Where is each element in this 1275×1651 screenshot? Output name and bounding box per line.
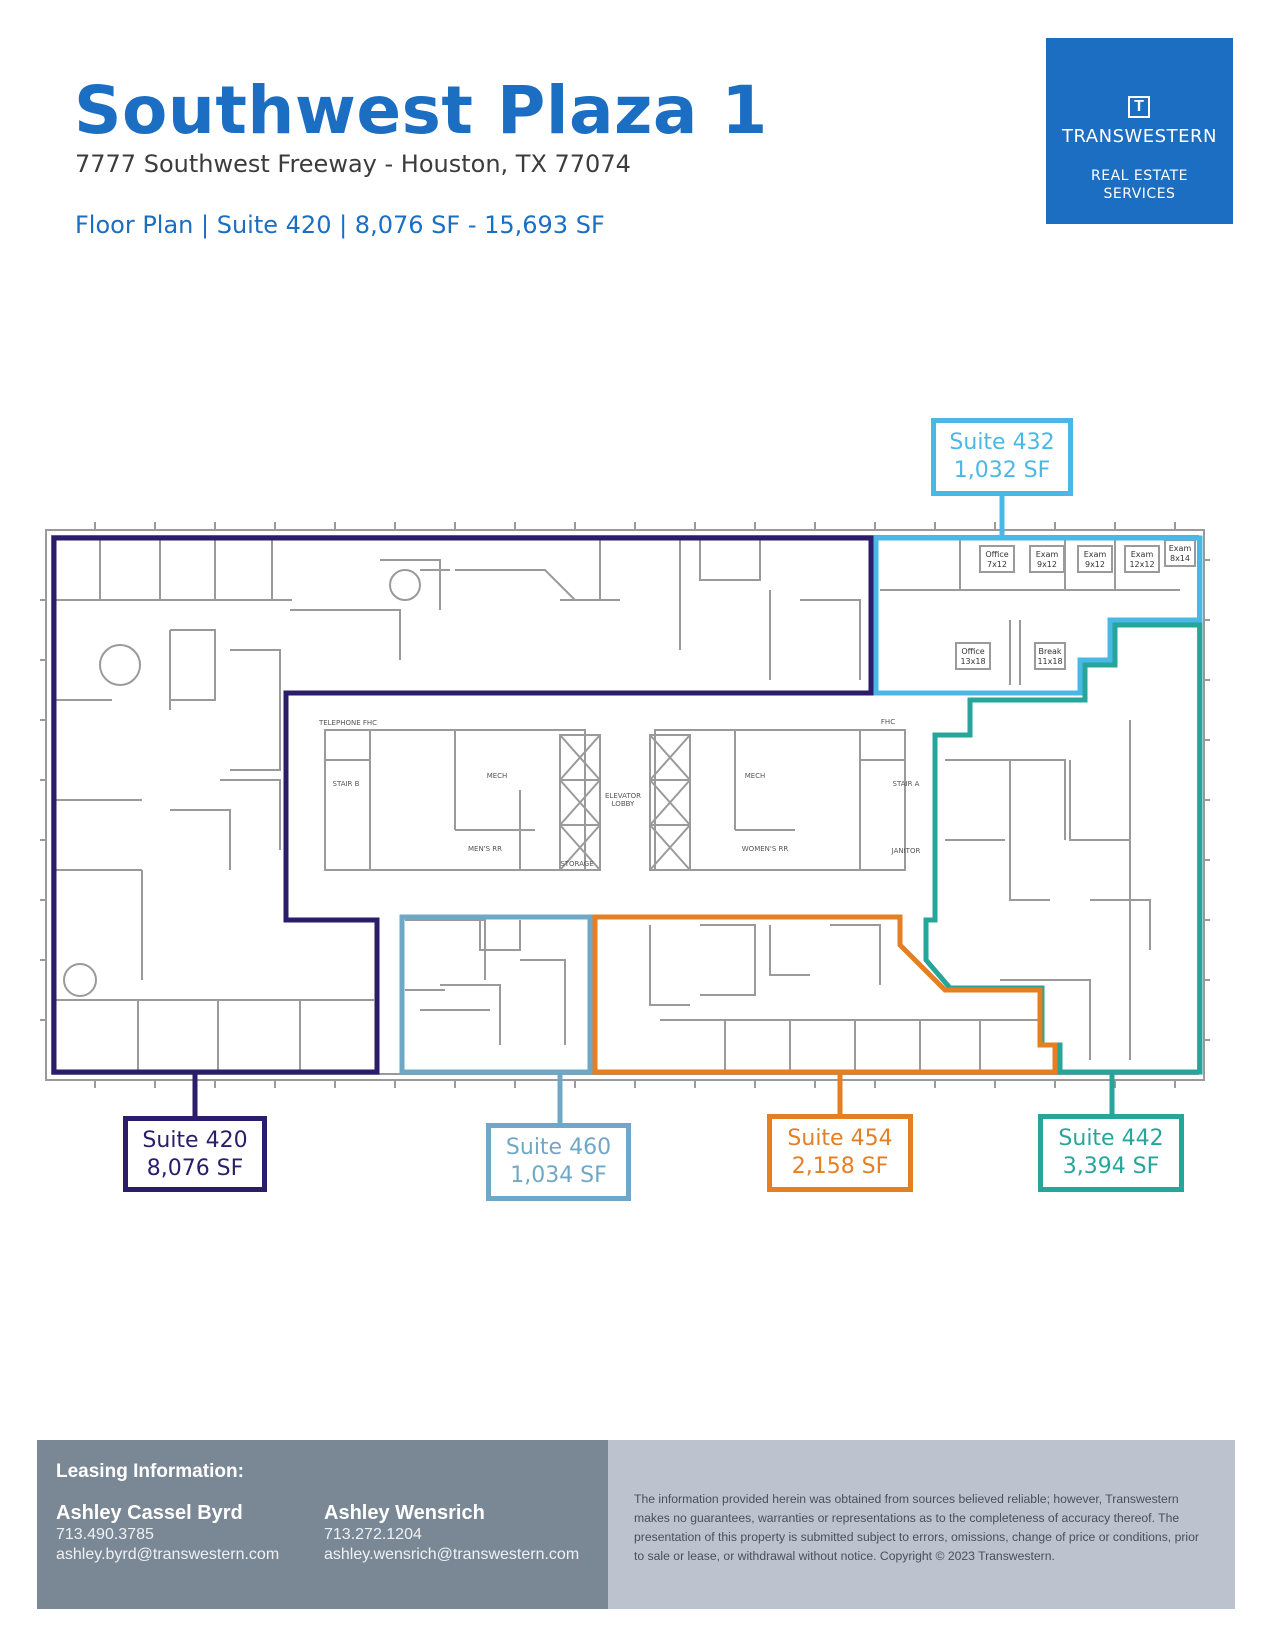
suite-432-label[interactable]: Suite 432 1,032 SF [931,418,1073,496]
suite-454-outline[interactable] [592,914,1058,1075]
contact-name: Ashley Wensrich [324,1502,485,1524]
room-label: Exam [1131,550,1154,559]
room-size: 11x18 [1037,657,1062,666]
contact-card: Ashley Wensrich 713.272.1204 ashley.wens… [324,1502,579,1565]
disclaimer-panel: The information provided herein was obta… [608,1440,1235,1609]
suite-area: 3,394 SF [1062,1154,1160,1179]
fhc-label: FHC [881,718,895,726]
suite-460-label[interactable]: Suite 460 1,034 SF [486,1123,631,1201]
suite-442-outline[interactable] [923,622,1203,1075]
transwestern-t-icon: T [1128,96,1150,118]
suite-460-outline[interactable] [399,914,593,1075]
suite-name: Suite 432 [949,430,1055,455]
womens-rr-label: WOMEN'S RR [742,845,789,853]
suite-area: 1,034 SF [510,1163,607,1188]
property-title: Southwest Plaza 1 [74,72,768,149]
room-size: 12x12 [1129,560,1154,569]
suite-area: 8,076 SF [146,1156,244,1181]
suite-420-outline[interactable] [51,535,874,1075]
label-connectors [192,494,1115,1125]
storage-label: STORAGE [560,860,593,868]
elevator-lobby-label-1: ELEVATOR [605,792,641,800]
contact-email[interactable]: ashley.wensrich@transwestern.com [324,1546,580,1563]
room-size-labels: Office 7x12 Exam 9x12 Exam 9x12 Exam 12x… [960,544,1191,666]
contact-card: Ashley Cassel Byrd 713.490.3785 ashley.b… [56,1502,279,1565]
room-labels: ELEVATOR LOBBY MECH MECH STAIR B STAIR A… [318,718,921,868]
suite-432-outline[interactable] [873,535,1203,696]
suite-name: Suite 442 [1058,1126,1164,1151]
room-size: 8x14 [1170,554,1190,563]
suite-area: 1,032 SF [953,458,1051,483]
janitor-label: JANITOR [891,847,921,855]
suite-420-label[interactable]: Suite 420 8,076 SF [123,1116,267,1192]
mens-rr-label: MEN'S RR [468,845,502,853]
room-label: Exam [1169,544,1192,553]
property-address: 7777 Southwest Freeway - Houston, TX 770… [75,150,631,178]
logo-name: TRANSWESTERN [1062,126,1217,147]
mech-left-label: MECH [487,772,508,780]
logo-tagline: REAL ESTATE SERVICES [1046,167,1233,203]
leasing-info-panel: Leasing Information: Ashley Cassel Byrd … [37,1440,608,1609]
suite-454-label[interactable]: Suite 454 2,158 SF [767,1114,913,1192]
stair-b-label: STAIR B [333,780,360,788]
contact-phone[interactable]: 713.272.1204 [324,1526,422,1543]
logo-tagline-line2: SERVICES [1103,186,1176,202]
room-size: 9x12 [1037,560,1057,569]
room-label: Office [985,550,1008,559]
leasing-heading: Leasing Information: [56,1461,244,1482]
room-label: Break [1038,647,1061,656]
transwestern-logo: T TRANSWESTERN REAL ESTATE SERVICES [1046,38,1233,224]
suite-name: Suite 420 [142,1128,248,1153]
contact-name: Ashley Cassel Byrd [56,1502,243,1524]
contact-email[interactable]: ashley.byrd@transwestern.com [56,1546,280,1563]
mech-right-label: MECH [745,772,766,780]
stair-a-label: STAIR A [893,780,920,788]
room-size: 9x12 [1085,560,1105,569]
room-label: Exam [1084,550,1107,559]
room-size: 7x12 [987,560,1007,569]
disclaimer-text: The information provided herein was obta… [634,1492,1199,1563]
room-size: 13x18 [960,657,985,666]
elevator-lobby-label-2: LOBBY [612,800,635,808]
suite-area: 2,158 SF [791,1154,889,1179]
room-label: Exam [1036,550,1059,559]
telephone-label: TELEPHONE FHC [318,719,377,727]
contact-phone[interactable]: 713.490.3785 [56,1526,154,1543]
suite-name: Suite 454 [787,1126,893,1151]
logo-tagline-line1: REAL ESTATE [1091,168,1188,184]
suite-442-label[interactable]: Suite 442 3,394 SF [1038,1114,1184,1192]
floor-plan-subtitle: Floor Plan | Suite 420 | 8,076 SF - 15,6… [75,211,605,239]
room-label: Office [961,647,984,656]
suite-name: Suite 460 [505,1135,612,1160]
